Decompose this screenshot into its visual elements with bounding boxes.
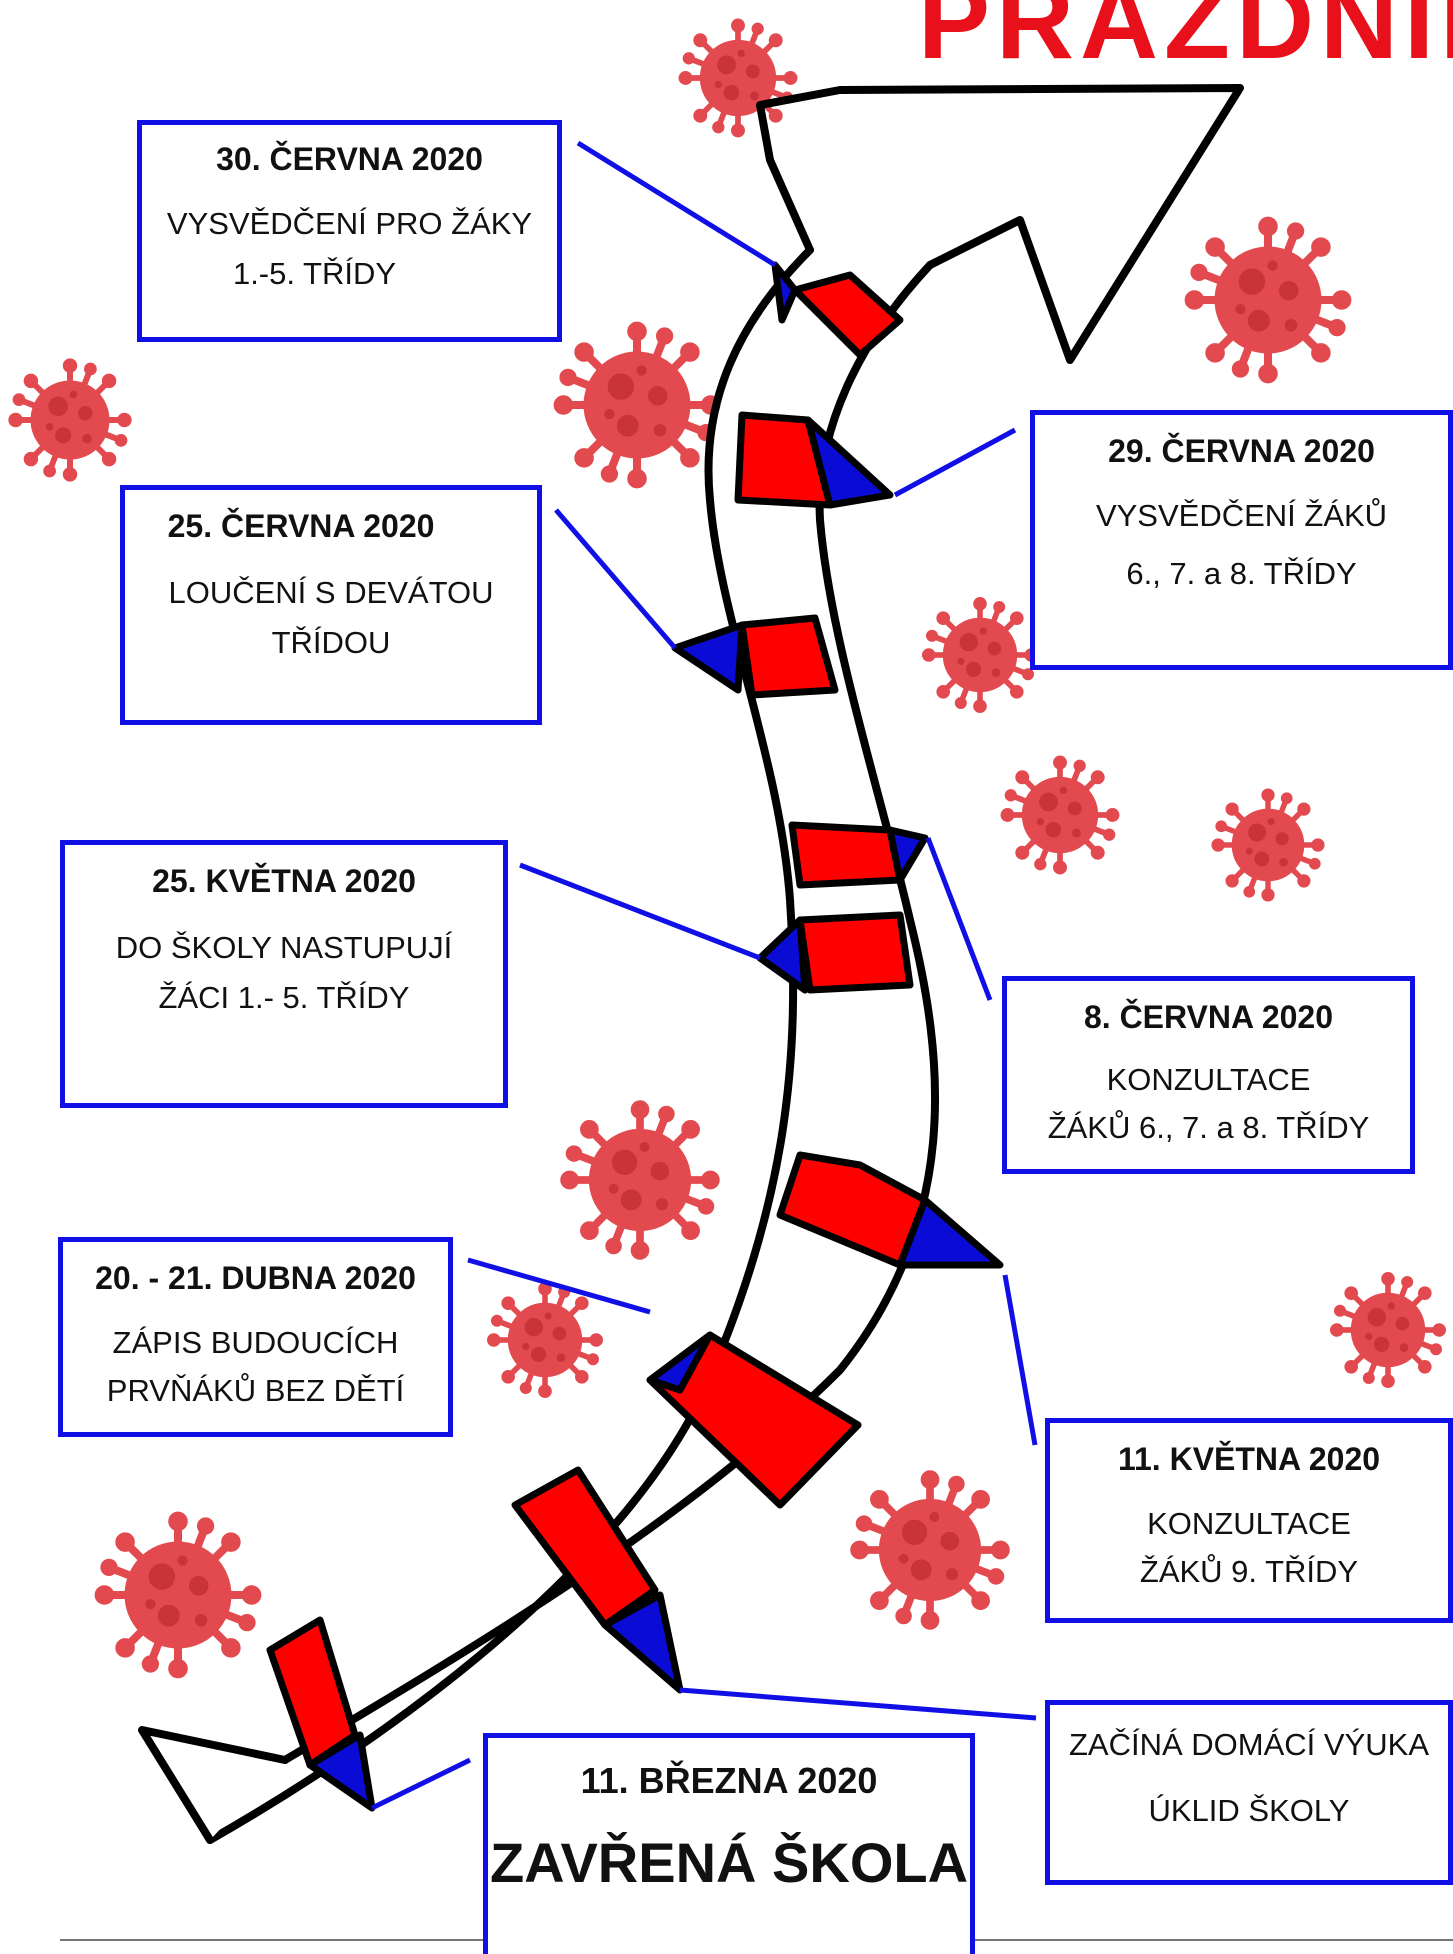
virus-icon [679,19,797,137]
event-text: 6., 7. a 8. TŘÍDY [1126,556,1357,591]
event-box-29-cervna: 29. ČERVNA 2020 VYSVĚDČENÍ ŽÁKŮ 6., 7. a… [1030,410,1453,670]
event-box-8-cervna: 8. ČERVNA 2020 KONZULTACE ŽÁKŮ 6., 7. a … [1002,976,1415,1174]
event-box-11-brezna: 11. BŘEZNA 2020 ZAVŘENÁ ŠKOLA [483,1733,975,1954]
event-text: 1.-5. TŘÍDY [232,256,397,291]
road-stripes [266,271,929,1769]
event-text: VYSVĚDČENÍ PRO ŽÁKY [166,206,533,241]
event-text: ZÁPIS BUDOUCÍCH [112,1325,399,1360]
event-date: 8. ČERVNA 2020 [1083,999,1333,1035]
event-date: 25. KVĚTNA 2020 [152,863,416,899]
event-box-domaci-vyuka: ZAČÍNÁ DOMÁCÍ VÝUKA ÚKLID ŠKOLY [1045,1700,1453,1885]
event-text: KONZULTACE [1106,1062,1311,1097]
virus-icon [851,1471,1009,1629]
event-box-30-cervna: 30. ČERVNA 2020 VYSVĚDČENÍ PRO ŽÁKY 1.-5… [137,120,562,342]
event-date: 29. ČERVNA 2020 [1108,433,1375,469]
event-text: ZAČÍNÁ DOMÁCÍ VÝUKA [1069,1727,1429,1762]
event-box-20-21-dubna: 20. - 21. DUBNA 2020 ZÁPIS BUDOUCÍCH PRV… [58,1237,453,1437]
virus-icon [922,597,1037,712]
virus-icon [561,1101,719,1259]
event-text: ŽÁKŮ 6., 7. a 8. TŘÍDY [1047,1110,1370,1145]
event-text: ZAVŘENÁ ŠKOLA [489,1831,969,1894]
event-text: KONZULTACE [1147,1506,1351,1541]
event-text: PRVŇÁKŮ BEZ DĚTÍ [106,1373,405,1408]
event-text: DO ŠKOLY NASTUPUJÍ [115,930,453,965]
event-date: 25. ČERVNA 2020 [167,508,435,544]
virus-icon [1330,1272,1445,1387]
event-box-25-kvetna: 25. KVĚTNA 2020 DO ŠKOLY NASTUPUJÍ ŽÁCI … [60,840,508,1108]
virus-icon [95,1512,261,1678]
virus-icon [1212,789,1324,901]
virus-icon [554,322,720,488]
event-text: LOUČENÍ S DEVÁTOU [168,575,494,610]
event-date: 11. KVĚTNA 2020 [1117,1441,1381,1477]
event-text: TŘÍDOU [271,625,391,660]
event-date: 30. ČERVNA 2020 [216,141,483,177]
event-text: ÚKLID ŠKOLY [1148,1793,1350,1828]
virus-icon [9,359,131,481]
virus-icon [1001,756,1119,874]
virus-icon [1185,217,1351,383]
event-text: ŽÁKŮ 9. TŘÍDY [1139,1554,1359,1589]
event-box-11-kvetna: 11. KVĚTNA 2020 KONZULTACE ŽÁKŮ 9. TŘÍDY [1045,1418,1453,1623]
virus-icon [487,1282,602,1397]
event-date: 20. - 21. DUBNA 2020 [95,1260,416,1296]
title-text: PRÁZDNIN [918,0,1453,81]
event-text: VYSVĚDČENÍ ŽÁKŮ [1095,498,1388,533]
road-pointers [306,261,1004,1812]
event-date: 11. BŘEZNA 2020 [580,1760,878,1801]
event-box-25-cervna: 25. ČERVNA 2020 LOUČENÍ S DEVÁTOU TŘÍDOU [120,485,542,725]
connector-lines [370,140,1038,1811]
event-text: ŽÁCI 1.- 5. TŘÍDY [158,980,410,1015]
